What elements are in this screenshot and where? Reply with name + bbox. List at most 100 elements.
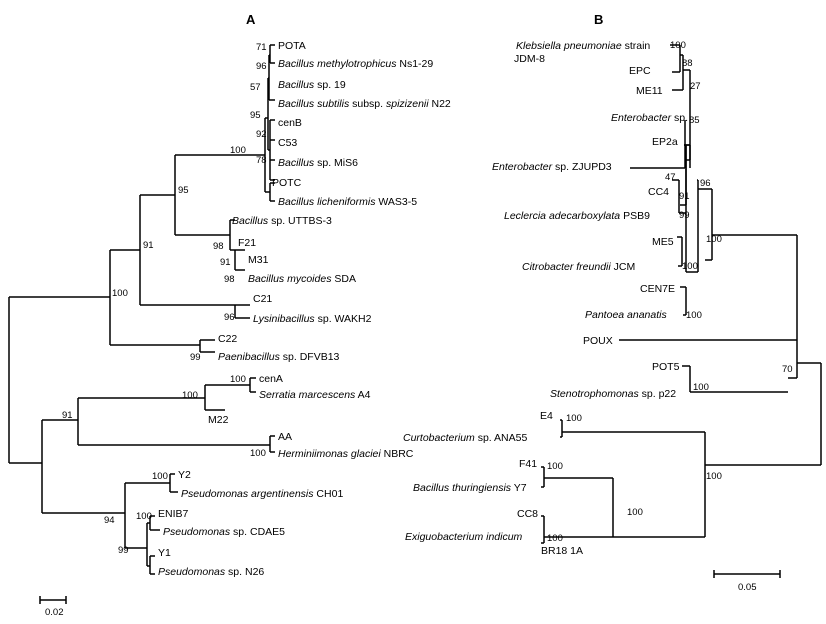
bootstrap-value: 100: [230, 374, 246, 385]
branch: [562, 431, 706, 538]
panel-a-taxa: POTA Bacillus methylotrophicus Ns1-29 Ba…: [158, 40, 451, 578]
taxon-label: Bacillus sp. MiS6: [278, 157, 358, 169]
taxon-label: Exiguobacterium indicum: [405, 531, 523, 543]
bootstrap-value: 100: [112, 288, 128, 299]
bootstrap-value: 100: [230, 145, 246, 156]
branch: [698, 188, 713, 261]
bootstrap-value: 100: [547, 533, 563, 544]
branch: [682, 365, 788, 393]
bootstrap-value: 100: [566, 413, 582, 424]
panel-a-scale-bar: 0.02: [39, 596, 67, 618]
panel-b-bootstrap: 100 88 27 85 47 91 99 96 100 100 100 70 …: [547, 40, 793, 544]
bootstrap-value: 70: [782, 364, 793, 375]
branch: [234, 249, 245, 271]
bootstrap-value: 100: [693, 382, 709, 393]
taxon-label: Pseudomonas sp. N26: [158, 566, 264, 578]
bootstrap-value: 71: [256, 42, 267, 53]
taxon-label: Lysinibacillus sp. WAKH2: [253, 313, 372, 325]
branch: [705, 362, 822, 466]
taxon-label: Paenibacillus sp. DFVB13: [218, 351, 340, 363]
branch: [265, 182, 275, 202]
taxon-label: C53: [278, 137, 297, 149]
taxon-label: Bacillus methylotrophicus Ns1-29: [278, 58, 433, 70]
taxon-label: E4: [540, 410, 553, 422]
taxon-label: POTA: [278, 40, 306, 52]
branch: [8, 296, 110, 464]
taxon-label: Y1: [158, 547, 171, 559]
bootstrap-value: 99: [190, 352, 201, 363]
scale-bar-label: 0.05: [738, 582, 757, 593]
bootstrap-value: 91: [220, 257, 231, 268]
branch: [685, 144, 698, 273]
branch: [149, 555, 155, 575]
taxon-label: CEN7E: [640, 283, 675, 295]
taxon-label: POUX: [583, 335, 613, 347]
taxon-label: JDM-8: [514, 53, 545, 65]
branch: [630, 120, 686, 169]
taxon-label: C22: [218, 333, 237, 345]
branch: [265, 78, 269, 150]
taxon-label: Pantoea ananatis: [585, 309, 667, 321]
taxon-label: EP2a: [652, 136, 678, 148]
bootstrap-value: 100: [706, 471, 722, 482]
branch: [109, 249, 200, 346]
taxon-label: Bacillus sp. 19: [278, 79, 346, 91]
branch: [205, 118, 266, 192]
taxon-label: M22: [208, 414, 229, 426]
panel-b: B Klebsiella pneumoniae strain: [403, 12, 822, 593]
branch: [169, 473, 178, 493]
bootstrap-value: 27: [690, 81, 701, 92]
bootstrap-value: 100: [250, 448, 266, 459]
taxon-label: Enterobacter sp. ZJUPD3: [492, 161, 612, 173]
taxon-label: BR18 1A: [541, 545, 583, 557]
panel-a-title: A: [246, 12, 256, 27]
branch: [560, 419, 563, 438]
taxon-label: Bacillus subtilis subsp. spizizenii N22: [278, 98, 451, 110]
bootstrap-value: 100: [670, 40, 686, 51]
bootstrap-value: 57: [250, 82, 261, 93]
branch: [124, 482, 170, 549]
bootstrap-value: 88: [682, 58, 693, 69]
bootstrap-value: 96: [700, 178, 711, 189]
bootstrap-value: 100: [706, 234, 722, 245]
bootstrap-value: 95: [250, 110, 261, 121]
taxon-label: F21: [238, 237, 256, 249]
bootstrap-value: 100: [547, 461, 563, 472]
bootstrap-value: 99: [118, 545, 129, 556]
branch: [670, 44, 681, 73]
taxon-label: Bacillus sp. UTTBS-3: [232, 215, 332, 227]
panel-b-scale-bar: 0.05: [713, 570, 781, 593]
taxon-label: ENIB7: [158, 508, 189, 520]
bootstrap-value: 96: [256, 61, 267, 72]
panel-a-bootstrap: 71 96 57 95 92 78 100 95 91 98 91 98 100…: [62, 42, 267, 556]
branch: [204, 384, 250, 411]
taxon-label: Bacillus thuringiensis Y7: [413, 482, 527, 494]
bootstrap-value: 99: [679, 210, 690, 221]
bootstrap-value: 98: [213, 241, 224, 252]
taxon-label: Klebsiella pneumoniae strain: [516, 40, 650, 52]
taxon-label: ME11: [636, 85, 663, 97]
taxon-label: F41: [519, 458, 537, 470]
branch: [680, 286, 687, 316]
taxon-label: Citrobacter freundii JCM: [522, 261, 635, 273]
bootstrap-value: 100: [152, 471, 168, 482]
bootstrap-value: 100: [686, 310, 702, 321]
branch: [249, 377, 256, 393]
bootstrap-value: 96: [224, 312, 235, 323]
taxon-label: CC8: [517, 508, 538, 520]
taxon-label: CC4: [648, 186, 669, 198]
branch: [205, 219, 235, 251]
branch: [269, 435, 275, 453]
taxon-label: Herminiimonas glaciei NBRC: [278, 448, 414, 460]
taxon-label: Pseudomonas argentinensis CH01: [181, 488, 343, 500]
panel-b-taxa: Klebsiella pneumoniae strain JDM-8 EPC M…: [403, 40, 688, 557]
bootstrap-value: 94: [104, 515, 115, 526]
branch: [677, 236, 683, 267]
panel-a-tree-branches: [8, 44, 275, 575]
branch: [174, 154, 205, 236]
taxon-label: M31: [248, 254, 269, 266]
branch: [544, 477, 614, 538]
taxon-label: Pseudomonas sp. CDAE5: [163, 526, 285, 538]
bootstrap-value: 85: [689, 115, 700, 126]
taxon-label: POTC: [272, 177, 302, 189]
